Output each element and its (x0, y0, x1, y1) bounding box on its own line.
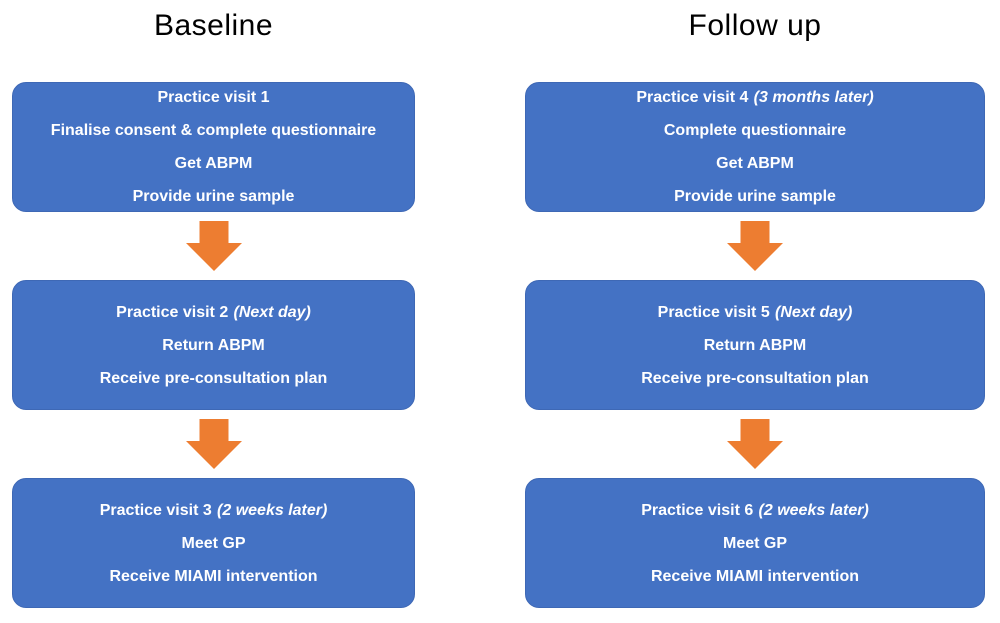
box-heading: Practice visit 2(Next day) (13, 296, 414, 329)
down-arrow-icon (185, 221, 242, 271)
box-heading: Practice visit 6(2 weeks later) (526, 494, 984, 527)
box-line: Meet GP (722, 534, 787, 552)
process-box-visit-2: Practice visit 2(Next day) Return ABPM R… (12, 280, 415, 410)
down-arrow-icon (185, 419, 242, 469)
box-heading: Practice visit 5(Next day) (526, 296, 984, 329)
box-line: Receive pre-consultation plan (99, 369, 328, 387)
visit-timing-note: (2 weeks later) (758, 501, 869, 519)
box-line: Finalise consent & complete questionnair… (50, 122, 377, 139)
box-line: Receive pre-consultation plan (641, 369, 869, 387)
follow-up-column: Follow up Practice visit 4(3 months late… (525, 0, 985, 608)
box-line: Get ABPM (174, 155, 253, 172)
column-title-follow-up: Follow up (688, 9, 822, 42)
process-box-visit-6: Practice visit 6(2 weeks later) Meet GP … (525, 478, 985, 608)
process-box-visit-3: Practice visit 3(2 weeks later) Meet GP … (12, 478, 415, 608)
box-line: Complete questionnaire (663, 122, 847, 139)
box-line: Meet GP (181, 534, 246, 552)
box-line: Receive MIAMI intervention (109, 567, 318, 585)
visit-label: Practice visit 2 (116, 303, 229, 321)
visit-timing-note: (2 weeks later) (217, 501, 328, 519)
box-line: Receive MIAMI intervention (650, 567, 860, 585)
visit-label: Practice visit 6 (641, 501, 754, 519)
visit-label: Practice visit 5 (657, 303, 770, 321)
box-heading: Practice visit 1 (13, 81, 414, 114)
box-line: Provide urine sample (132, 188, 295, 205)
process-box-visit-1: Practice visit 1 Finalise consent & comp… (12, 82, 415, 212)
baseline-column: Baseline Practice visit 1 Finalise conse… (12, 0, 415, 608)
visit-label: Practice visit 4 (636, 89, 749, 106)
box-line: Get ABPM (716, 155, 794, 172)
down-arrow-icon (727, 419, 783, 469)
column-title-baseline: Baseline (153, 9, 274, 42)
down-arrow-icon (727, 221, 783, 271)
visit-timing-note: (Next day) (233, 303, 311, 321)
process-box-visit-4: Practice visit 4(3 months later) Complet… (525, 82, 985, 212)
box-heading: Practice visit 4(3 months later) (526, 81, 984, 114)
box-heading: Practice visit 3 (2 weeks later) (13, 494, 414, 527)
process-box-visit-5: Practice visit 5(Next day) Return ABPM R… (525, 280, 985, 410)
visit-label: Practice visit 1 (157, 89, 270, 106)
box-line: Return ABPM (703, 336, 807, 354)
visit-label: Practice visit 3 (99, 501, 212, 519)
visit-timing-note: (Next day) (774, 303, 853, 321)
box-line: Provide urine sample (674, 188, 836, 205)
box-line: Return ABPM (162, 336, 265, 354)
visit-timing-note: (3 months later) (753, 89, 874, 106)
